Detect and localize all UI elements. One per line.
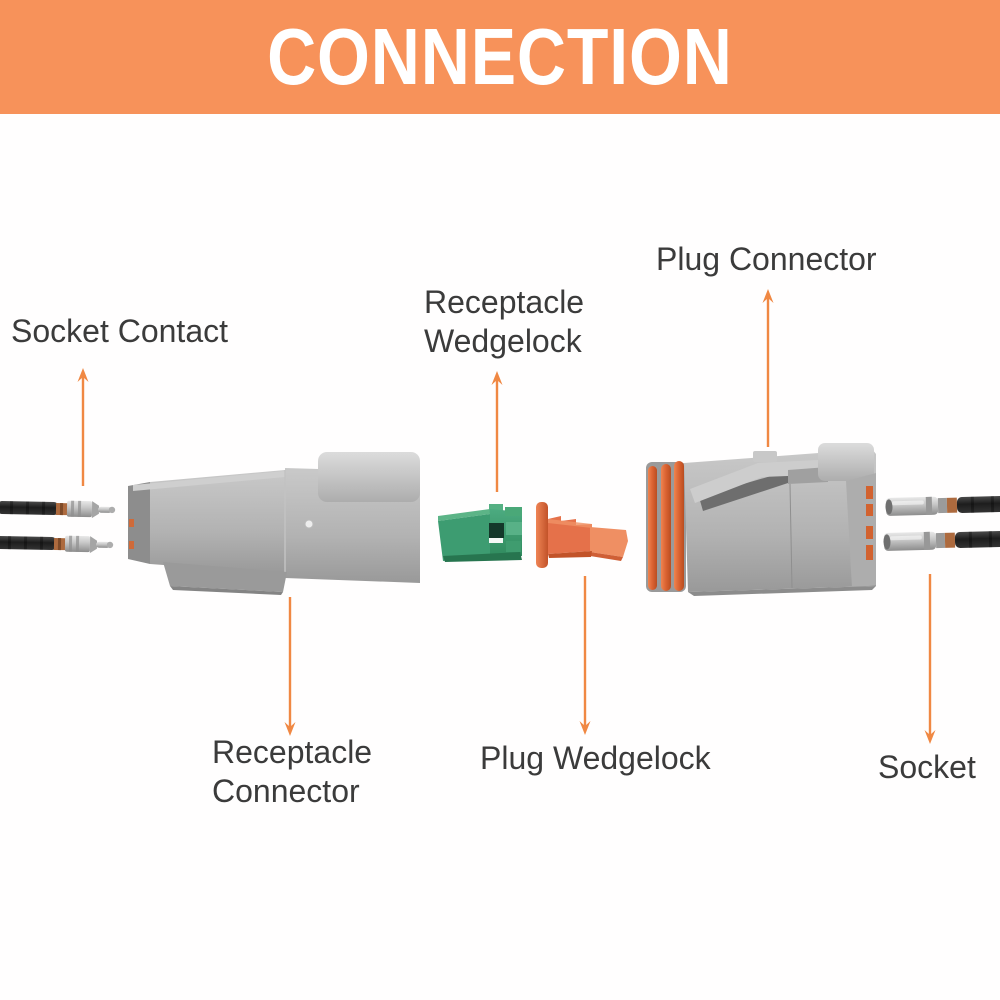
receptacle-wedgelock-arrow (491, 371, 503, 492)
page-title: CONNECTION (267, 12, 733, 101)
label-receptacle-wedgelock: Receptacle Wedgelock (424, 284, 585, 359)
title-banner: CONNECTION (0, 0, 1000, 114)
plug-wedgelock-graphic (536, 502, 628, 568)
callout-arrows (77, 289, 936, 744)
socket-pin (885, 494, 1000, 517)
label-receptacle-connector: Receptacle Connector (212, 734, 373, 809)
plug-connector-arrow (762, 289, 774, 447)
socket-contact-pin (0, 499, 116, 519)
plug-wedgelock-arrow (579, 576, 591, 735)
socket-pin (883, 529, 1000, 552)
socket-contact-arrow (77, 368, 89, 486)
label-plug-connector: Plug Connector (656, 241, 877, 277)
receptacle-connector-graphic (128, 452, 420, 595)
receptacle-wedgelock-graphic (438, 504, 522, 562)
socket-contact-pins (0, 499, 116, 554)
socket-contact-pin (0, 534, 114, 554)
socket-pins (883, 494, 1000, 552)
receptacle-connector-arrow (284, 597, 296, 736)
socket-arrow (924, 574, 936, 744)
label-plug-wedgelock: Plug Wedgelock (480, 740, 711, 776)
label-socket-contact: Socket Contact (11, 313, 228, 349)
label-socket: Socket (878, 749, 976, 785)
plug-connector-graphic (646, 443, 876, 596)
